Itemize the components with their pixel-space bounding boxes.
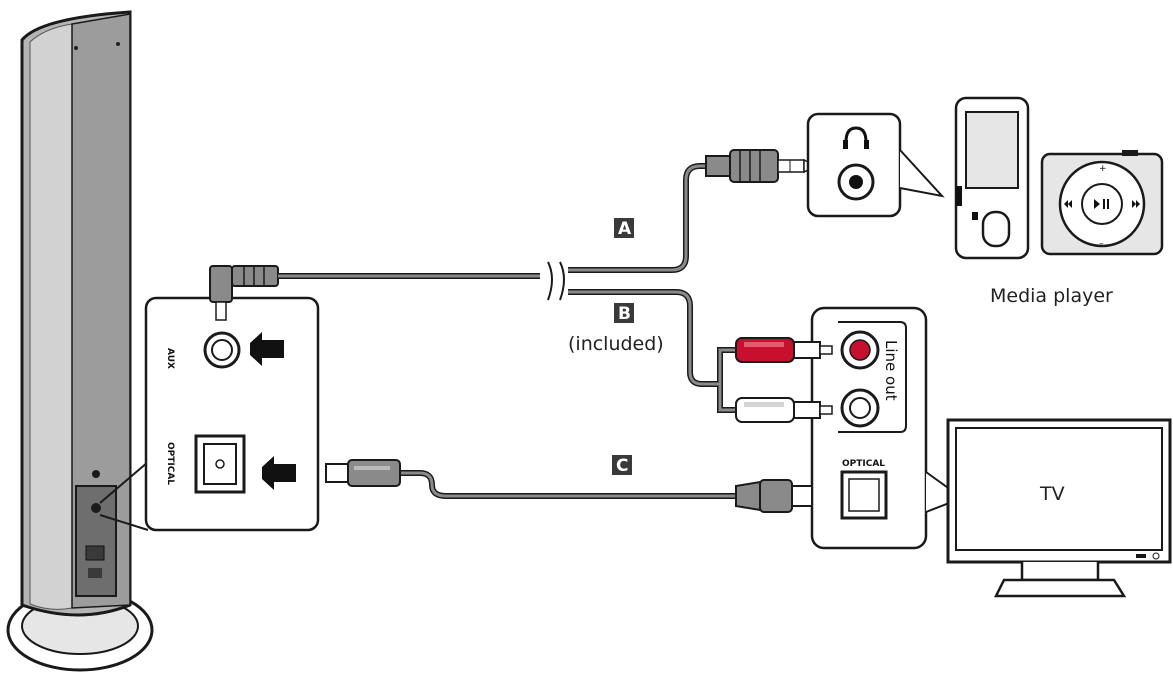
svg-text:A: A — [618, 219, 632, 239]
arrow-left-icon — [250, 332, 284, 366]
label-b: B — [614, 303, 634, 324]
media-player-large — [954, 96, 1030, 260]
label-c: C — [612, 455, 632, 476]
play-pause-icon — [1094, 199, 1109, 209]
speaker-port-panel — [75, 485, 117, 597]
headphones-icon — [843, 126, 869, 149]
speaker-tower — [6, 10, 154, 672]
plug-a — [705, 149, 818, 183]
tv-optical-label: OPTICAL — [842, 459, 885, 469]
svg-text:–: – — [1099, 239, 1104, 249]
media-player-label: Media player — [990, 285, 1113, 307]
cable-c — [400, 470, 736, 499]
rca-plug-white — [735, 397, 833, 423]
tv: TV — [946, 418, 1172, 598]
headphone-panel — [806, 112, 945, 218]
aux-label: AUX — [165, 348, 175, 369]
optical-label: OPTICAL — [165, 442, 175, 485]
svg-text:+: + — [1099, 164, 1107, 174]
svg-text:C: C — [616, 456, 628, 476]
tv-back-panel: Line out OPTICAL — [810, 306, 965, 550]
optical-plug-tv — [735, 479, 813, 513]
line-out-label: Line out — [882, 340, 900, 401]
rca-plug-red — [735, 337, 833, 363]
speaker-input-panel: AUX OPTICAL — [144, 296, 320, 532]
label-a: A — [614, 218, 634, 239]
label-b-note: (included) — [568, 333, 664, 355]
arrow-left-icon — [262, 456, 296, 490]
svg-text:B: B — [618, 304, 631, 324]
media-player-small: + – — [1040, 150, 1164, 256]
optical-plug-speaker — [325, 459, 401, 487]
tv-label: TV — [1039, 483, 1065, 505]
cable-a — [568, 163, 730, 273]
